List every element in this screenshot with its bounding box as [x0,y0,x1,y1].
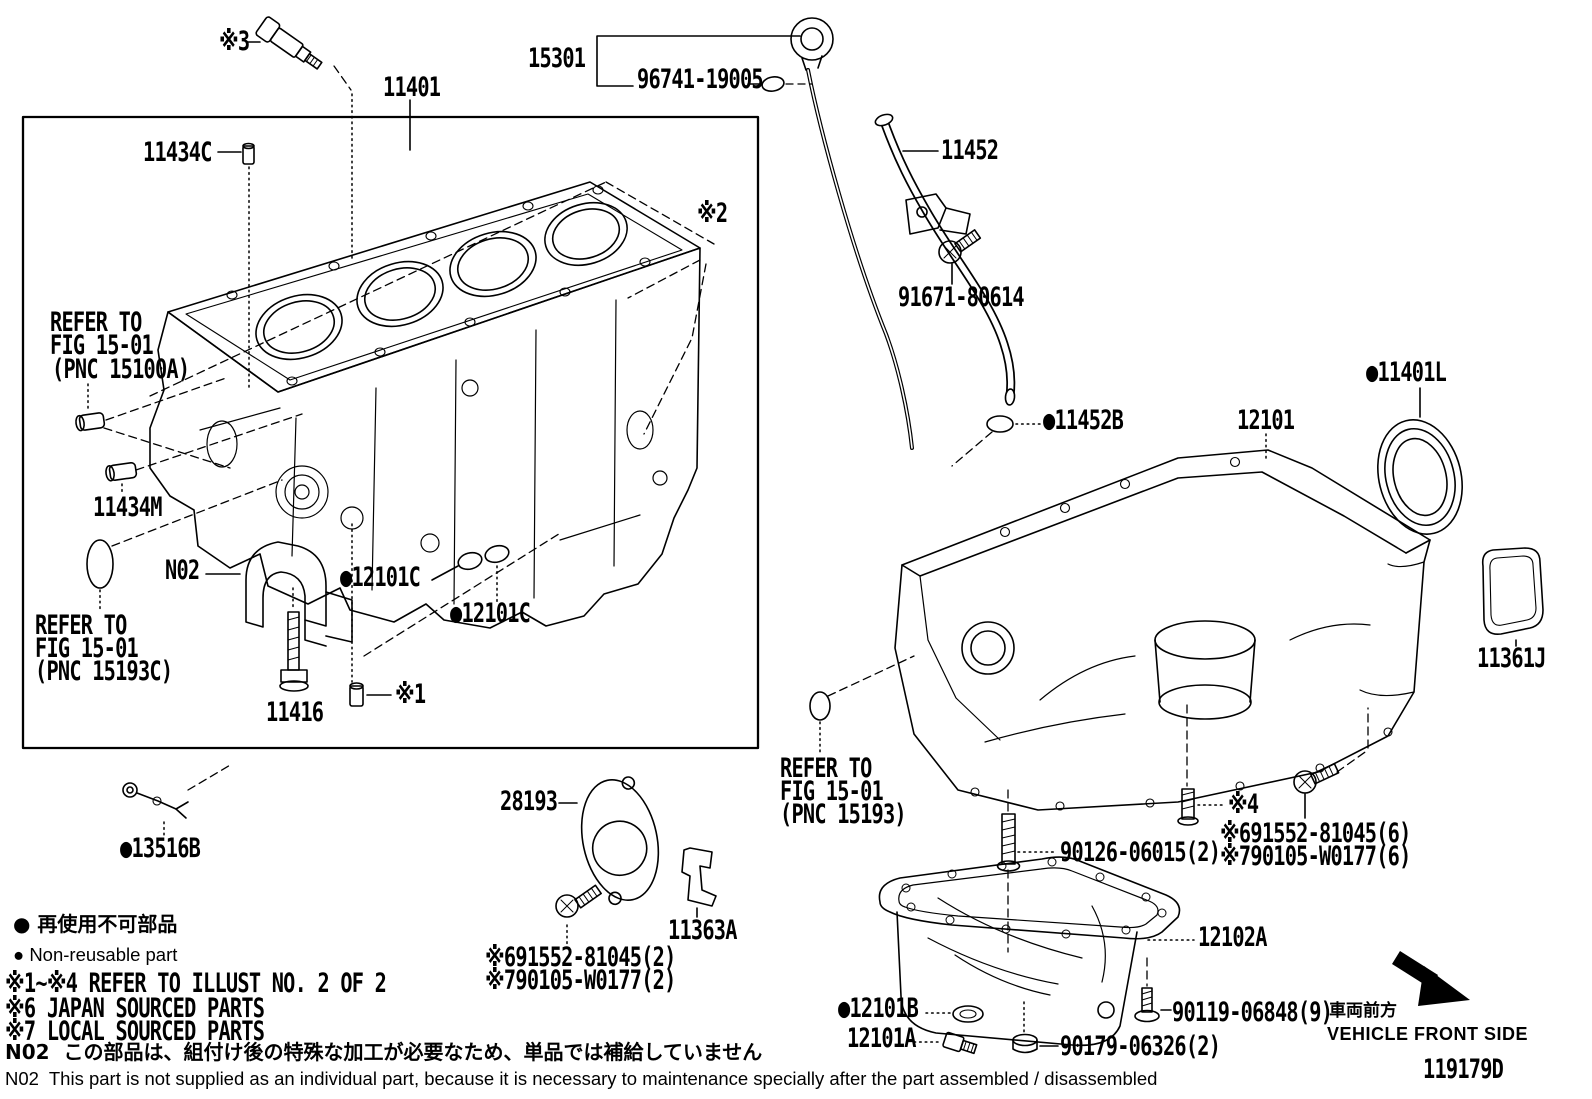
part-label-11401l[interactable]: ●11401L [1366,357,1447,388]
part-label-11452[interactable]: 11452 [941,135,999,166]
bolt-11416-sketch [279,611,309,692]
plug-pnc15100a-sketch [75,412,106,432]
legend-n02-jp: N02 この部品は、組付け後の特殊な加工が必要なため、単品では補給していません [5,1040,763,1064]
bolt-91671-sketch [938,229,982,285]
sensor-sketch [247,16,352,91]
dipstick-guide-tube-drawing [874,113,1016,406]
upper-oil-pan-drawing [894,433,1431,811]
detail-box [21,115,760,750]
vehicle-front-arrow [1392,951,1470,1006]
bolt-691552-6-sketch [1293,707,1369,819]
note-pnc-15193c: (PNC 15193C) [35,656,173,687]
part-label-11452b[interactable]: ●11452B [1043,405,1124,436]
note-refer-fig1501-b1: REFER TO [35,610,127,641]
part-label-11434c[interactable]: 11434C [143,137,212,168]
plug-11434m-sketch [105,461,138,482]
part-label-91671-80614[interactable]: 91671-80614 [898,282,1025,313]
note-sym1: ※1 [395,679,426,710]
legend-n02-en: N02 This part is not supplied as an indi… [5,1068,1158,1089]
gasket-28193-sketch [555,776,660,945]
o-rings-12101c-sketch [349,544,510,707]
part-label-790105-w0177-6[interactable]: ※790105-W0177(6) [1220,841,1411,872]
note-sym4: ※4 [1228,789,1259,820]
stud-11434c-sketch [242,145,255,165]
part-label-691552-81045-6[interactable]: ※691552-81045(6) [1220,818,1411,849]
gasket-11361j-sketch [1481,547,1544,647]
part-label-12101c-1[interactable]: ●12101C [340,562,421,593]
part-label-12101b[interactable]: ●12101B [838,993,919,1024]
note-pnc-15100a: (PNC 15100A) [52,354,190,385]
part-label-12101c-2[interactable]: ●12101C [450,598,531,629]
o-ring-96741-sketch [761,76,785,92]
crank-seal-11401l-sketch [1377,387,1463,535]
note-pnc-15193: (PNC 15193) [780,799,907,830]
note-refer-fig1501-a2: FIG 15-01 [50,330,154,361]
legend-nonreusable-en: ● Non-reusable part [13,944,178,965]
vehicle-front-label-jp: 車両前方 [1329,1001,1397,1021]
part-label-90119-06848[interactable]: 90119-06848(9) [1172,997,1333,1028]
drawing-code: 119179D [1423,1054,1504,1085]
part-label-28193[interactable]: 28193 [500,786,558,817]
note-refer-fig1501-c1: REFER TO [780,753,872,784]
engine-block-drawing [103,93,715,683]
note-sym2: ※2 [697,198,728,229]
lower-oil-pan-drawing [878,856,1195,1047]
part-label-691552-81045-2[interactable]: ※691552-81045(2) [485,942,676,973]
part-label-90179-06326[interactable]: 90179-06326(2) [1060,1031,1221,1062]
note-refer-fig1501-b2: FIG 15-01 [35,633,139,664]
drain-plug-12101a-sketch [913,1031,978,1055]
cylinder-bores [255,201,628,361]
nut-90179-sketch [1012,1001,1059,1054]
plug-sketches-left [75,142,255,613]
legend-note-illust: ※1~※4 REFER TO ILLUST NO. 2 OF 2 [5,968,387,999]
part-label-11401[interactable]: 11401 [383,72,441,103]
part-label-90126-06015[interactable]: 90126-06015(2) [1060,837,1221,868]
bearing-cap-sketch [205,541,353,692]
part-label-790105-w0177-2[interactable]: ※790105-W0177(2) [485,965,676,996]
note-refer-fig1501-a1: REFER TO [50,307,142,338]
note-refer-fig1501-c2: FIG 15-01 [780,776,884,807]
o-ring-pnc15193c-sketch [86,539,114,589]
legend-note-local-sourced: ※7 LOCAL SOURCED PARTS [5,1016,265,1047]
o-ring-pnc15193-sketch [809,655,915,755]
dipstick-drawing [596,17,914,450]
part-label-15301[interactable]: 15301 [528,43,586,74]
part-label-11434m[interactable]: 11434M [93,492,162,523]
part-label-12101[interactable]: 12101 [1237,405,1295,436]
legend-note-japan-sourced: ※6 JAPAN SOURCED PARTS [5,993,265,1024]
o-ring-11452b-sketch [951,415,1041,467]
part-label-11416[interactable]: 11416 [266,697,324,728]
part-label-96741-19005[interactable]: 96741-19005 [637,64,764,95]
plug-sym1-sketch [349,685,364,707]
part-label-12102a[interactable]: 12102A [1198,922,1267,953]
part-label-11361j[interactable]: 11361J [1477,643,1546,674]
part-label-12101a[interactable]: 12101A [847,1023,916,1054]
gasket-12101b-sketch [925,1005,984,1023]
vehicle-front-label-en: VEHICLE FRONT SIDE [1327,1024,1529,1044]
note-n02-callout: N02 [165,555,200,586]
legend-nonreusable-jp: ● 再使用不可部品 [13,912,178,936]
part-label-13516b[interactable]: ●13516B [120,833,201,864]
part-label-11363a[interactable]: 11363A [668,915,737,946]
stud-sym4-sketch [1177,704,1225,826]
note-sym3: ※3 [219,26,250,57]
bracket-11363a-sketch [681,847,717,918]
bolt-691552-2-sketch [555,884,602,945]
bolt-90119-sketch [1134,957,1172,1023]
oil-nozzle-13516b-sketch [122,763,233,837]
